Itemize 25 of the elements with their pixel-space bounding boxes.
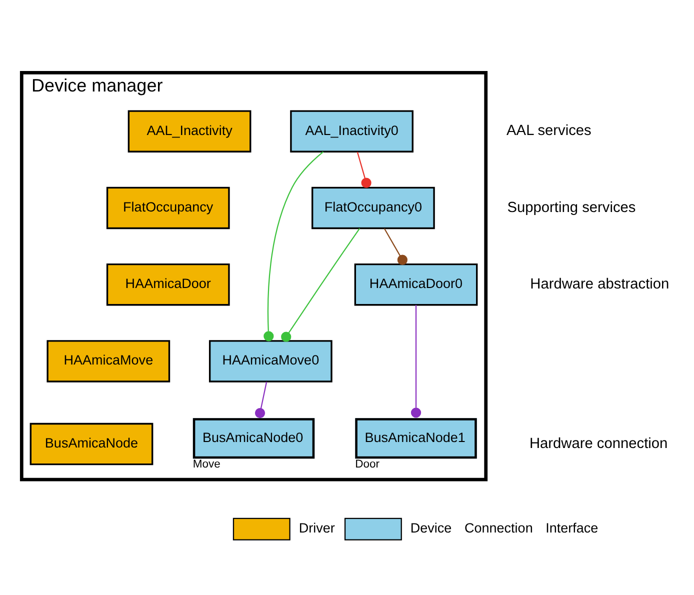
node-label: Door xyxy=(355,458,380,471)
node-box: BusAmicaNode xyxy=(30,422,154,466)
legend-label: Interface xyxy=(546,520,598,536)
node-box: AAL_Inactivity xyxy=(128,110,252,152)
node-box: FlatOccupancy0 xyxy=(312,186,435,230)
legend-label: Device xyxy=(410,520,452,536)
node-box: HAAmicaDoor0 xyxy=(354,263,478,306)
connector xyxy=(264,151,324,342)
node-box: FlatOccupancy xyxy=(106,186,230,230)
connector xyxy=(281,228,360,342)
node-box: AAL_Inactivity0 xyxy=(290,110,414,152)
node-box: HAAmicaMove0 xyxy=(208,340,332,382)
label: Hardware abstraction xyxy=(530,276,670,292)
connector xyxy=(254,382,268,418)
node-label: Move xyxy=(192,458,220,471)
legend-label: Driver xyxy=(298,520,335,536)
label: Supporting services xyxy=(507,200,636,216)
label: Hardware connection xyxy=(529,436,668,452)
node-box: HAAmicaMove xyxy=(46,340,170,382)
node-box: HAAmicaDoor xyxy=(106,263,230,306)
connector xyxy=(356,152,372,188)
label: AAL services xyxy=(506,123,592,140)
connector xyxy=(410,304,422,418)
connector xyxy=(384,228,408,265)
legend-label: Connection xyxy=(464,520,533,536)
